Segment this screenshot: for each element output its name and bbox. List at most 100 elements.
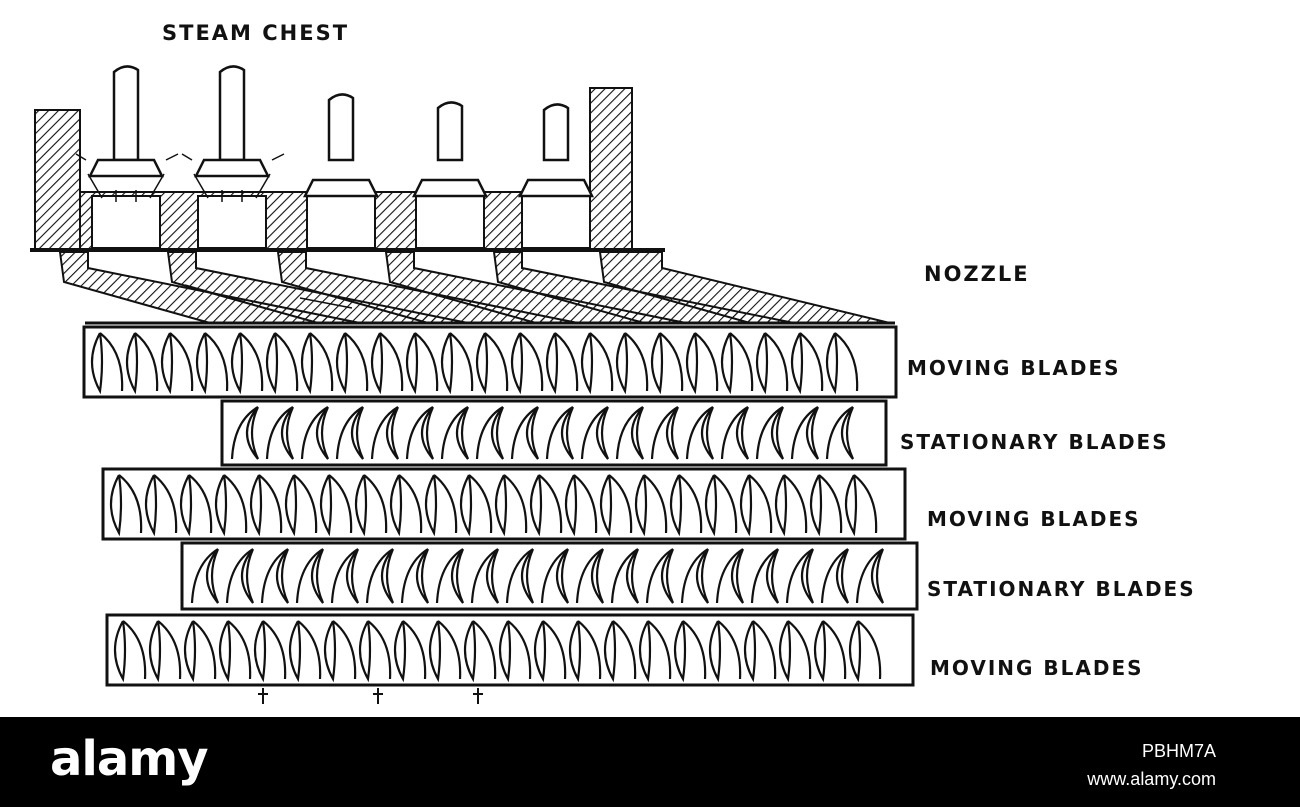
moving-blade: [335, 332, 369, 395]
moving-blade: [300, 332, 334, 395]
moving-blade: [743, 620, 777, 683]
moving-blade: [568, 620, 602, 683]
moving-blade: [813, 620, 847, 683]
moving-blade: [230, 332, 264, 395]
stationary-blade: [295, 548, 325, 604]
valve-disc: [517, 178, 595, 198]
blade-row-frame: [180, 541, 919, 611]
blade-rows: [82, 325, 919, 687]
moving-blade: [720, 332, 754, 395]
moving-blade: [704, 474, 738, 537]
alamy-logo: alamy: [50, 731, 209, 787]
stationary-blade: [190, 548, 220, 604]
stationary-blade: [510, 406, 539, 460]
valve: [302, 93, 380, 249]
moving-blade: [615, 332, 649, 395]
stationary-blade: [265, 406, 294, 460]
moving-blade: [459, 474, 493, 537]
moving-blade: [778, 620, 812, 683]
stationary-blade: [330, 548, 360, 604]
moving-blade: [323, 620, 357, 683]
moving-blade: [125, 332, 159, 395]
moving-blade: [634, 474, 668, 537]
moving-blade: [498, 620, 532, 683]
valve-group: [75, 65, 595, 249]
stationary-blade: [650, 406, 679, 460]
moving-blade: [393, 620, 427, 683]
stationary-blade: [785, 548, 815, 604]
valve-disc: [411, 178, 489, 198]
steam-chest-label: STEAM CHEST: [162, 21, 349, 45]
valve-stem: [218, 65, 246, 162]
moving-blade: [580, 332, 614, 395]
moving-blade: [533, 620, 567, 683]
moving-blade: [144, 474, 178, 537]
moving-blade: [113, 620, 147, 683]
moving-blade: [673, 620, 707, 683]
moving-blade: [179, 474, 213, 537]
stationary-blade: [365, 548, 395, 604]
moving-blade: [370, 332, 404, 395]
moving-blade: [599, 474, 633, 537]
moving-blade: [510, 332, 544, 395]
valve-stem: [542, 103, 570, 162]
moving-blade: [739, 474, 773, 537]
valve-port: [521, 195, 591, 249]
moving-blade-row: [105, 613, 915, 687]
moving-blade: [848, 620, 882, 683]
moving-blade: [669, 474, 703, 537]
steam-flow-arrow: [87, 173, 165, 199]
valve-port: [91, 195, 161, 249]
moving-blade: [809, 474, 843, 537]
steam-chest: [30, 65, 665, 252]
moving-blade: [428, 620, 462, 683]
stationary-blade: [405, 406, 434, 460]
valve-stem: [327, 93, 355, 162]
valve: [75, 65, 179, 249]
moving-blade: [424, 474, 458, 537]
valve-disc: [302, 178, 380, 198]
watermark-footer: alamy PBHM7A www.alamy.com: [0, 717, 1300, 807]
moving-blade: [685, 332, 719, 395]
moving-blade: [109, 474, 143, 537]
steam-jet-arrow: [184, 284, 246, 303]
valve-port: [197, 195, 267, 249]
moving-blade: [249, 474, 283, 537]
moving-blade: [183, 620, 217, 683]
steam-flow-arrow: [193, 173, 271, 199]
stationary-blade: [820, 548, 850, 604]
stationary-blade: [435, 548, 465, 604]
moving-blade: [545, 332, 579, 395]
moving-blade: [774, 474, 808, 537]
moving-blade: [288, 620, 322, 683]
stationary-blade: [645, 548, 675, 604]
valve-disc: [87, 158, 165, 178]
stationary-blade: [540, 548, 570, 604]
stationary-blade: [300, 406, 329, 460]
site-url: www.alamy.com: [1087, 769, 1216, 789]
image-id: PBHM7A: [1141, 741, 1216, 761]
row-label-1: MOVING BLADES: [907, 356, 1121, 380]
moving-blade: [603, 620, 637, 683]
moving-blade: [790, 332, 824, 395]
stationary-blade: [610, 548, 640, 604]
row-label-2: STATIONARY BLADES: [900, 430, 1169, 454]
stationary-blade: [855, 548, 885, 604]
steam-jet-arrow: [299, 297, 353, 309]
steam-flow-arrow: [181, 153, 285, 161]
valve: [411, 101, 489, 249]
moving-blade: [358, 620, 392, 683]
moving-blade: [160, 332, 194, 395]
stationary-blade: [755, 406, 784, 460]
stationary-blade: [370, 406, 399, 460]
stationary-blade: [505, 548, 535, 604]
moving-blade: [389, 474, 423, 537]
stationary-blade: [615, 406, 644, 460]
moving-blade: [214, 474, 248, 537]
moving-blade: [253, 620, 287, 683]
stationary-blade: [680, 548, 710, 604]
valve-stem: [112, 65, 140, 162]
moving-blade: [844, 474, 878, 537]
casing-right-wall: [589, 87, 633, 251]
moving-blade: [265, 332, 299, 395]
